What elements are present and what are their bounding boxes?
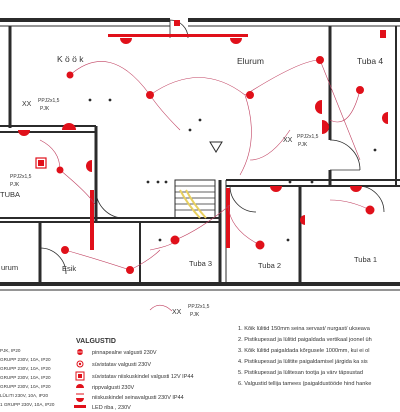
junction-mark: XX [172,309,182,316]
walls [0,18,400,291]
note-line: 5. Pistikupesad ja lülitesan tootja ja v… [238,370,363,376]
legend-text: niiskuskindel seinavalgusti 230V IP44 [92,395,184,401]
switch-marks [88,98,377,242]
notes: 1. Kõik lülitid 150mm seina servast/ nur… [238,326,372,387]
legend-item-led-strip: LED riba , 230V [74,405,131,411]
junction-box: XX PPJ2x1,5 PJK [172,304,210,318]
circuit-line: LÜLITI 230V, 10A, IP20 [0,392,49,398]
room-kook: K ö ö k [57,54,84,64]
circuit-line: PJK, IP20 [0,348,21,353]
room-labels: K ö ö k Elurum Tuba 4 TUBA urum Esik Tub… [0,54,383,273]
note-line: 2. Pistikupesad ja lülitid paigaldada ve… [238,337,372,343]
legend-text: süvistatav valgusti 230V [92,362,151,368]
junction-box: XX PPJ2x1,5 PJK [22,98,60,112]
circuit-list: PJK, IP20 GRUPP 230V, 10A, IP20 GRUPP 23… [0,348,55,407]
wall-lights [18,38,388,225]
junction-sub: PJK [190,312,200,318]
room-esik: Esik [62,264,76,273]
legend-item-wall-light: süvistatav valgusti 230V [76,360,151,368]
junction-box: XX PPJ2x1,5 PJK [283,134,319,148]
circuit-line: GRUPP 230V, 10A, IP20 [0,375,51,380]
room-tuba2: Tuba 2 [258,261,281,270]
junction-sub: PJK [298,142,308,148]
junction-code: PPJ2x1,5 [10,174,32,180]
legend-item-recessed-12v: süvistatav niiskuskindel valgusti 12V IP… [75,371,194,381]
note-line: 6. Valgustid tellija tamees (paigaldustö… [238,381,371,387]
junction-mark: XX [22,101,32,108]
circuit-line: 1 GRUPP 230V, 10A, IP20 [0,402,55,407]
damp-lights [35,20,386,169]
junction-code: PPJ2x1,5 [188,304,210,310]
ceiling-lights [56,56,375,274]
legend-title: VALGUSTID [76,338,116,345]
circuit-line: GRUPP 230V, 10A, IP20 [0,366,51,371]
note-line: 1. Kõik lülitid 150mm seina servast/ nur… [238,326,371,332]
circuit-line: GRUPP 230V, 10A, IP20 [0,357,51,362]
legend-text: pinnapealne valgusti 230V [92,350,157,356]
room-tuba-left: TUBA [0,190,20,199]
legend-text: rippvalgusti 230V [92,385,135,391]
room-tuba4: Tuba 4 [357,56,383,66]
legend-item-damp-light: niiskuskindel seinavalgusti 230V IP44 [76,393,184,402]
room-tuba1: Tuba 1 [354,255,377,264]
note-line: 3. Kõik lülitid paigaldada kõrgusele 100… [238,348,370,354]
junction-sub: PJK [40,106,50,112]
junction-code: PPJ2x1,5 [38,98,60,104]
junction-box: PPJ2x1,5 PJK [10,174,32,188]
legend-item-pendant-light: rippvalgusti 230V [76,384,135,391]
staircase [174,141,223,219]
room-elurum-left: urum [1,263,18,272]
junction-mark: XX [283,137,293,144]
junction-code: PPJ2x1,5 [297,134,319,140]
room-elurum: Elurum [237,56,264,66]
legend-text: LED riba , 230V [92,405,131,411]
note-line: 4. Pistikupesad ja lülitite paigaldamise… [238,359,368,365]
wiring [39,59,371,271]
led-strips [90,34,248,250]
room-tuba3: Tuba 3 [189,259,212,268]
legend: VALGUSTID pinnapealne valgusti 230V süvi… [74,338,194,411]
legend-item-ceiling-light: pinnapealne valgusti 230V [76,349,157,356]
circuit-line: GRUPP 230V, 10A, IP20 [0,384,51,389]
junction-sub: PJK [10,182,20,188]
legend-text: süvistatav niiskuskindel valgusti 12V IP… [92,374,194,380]
